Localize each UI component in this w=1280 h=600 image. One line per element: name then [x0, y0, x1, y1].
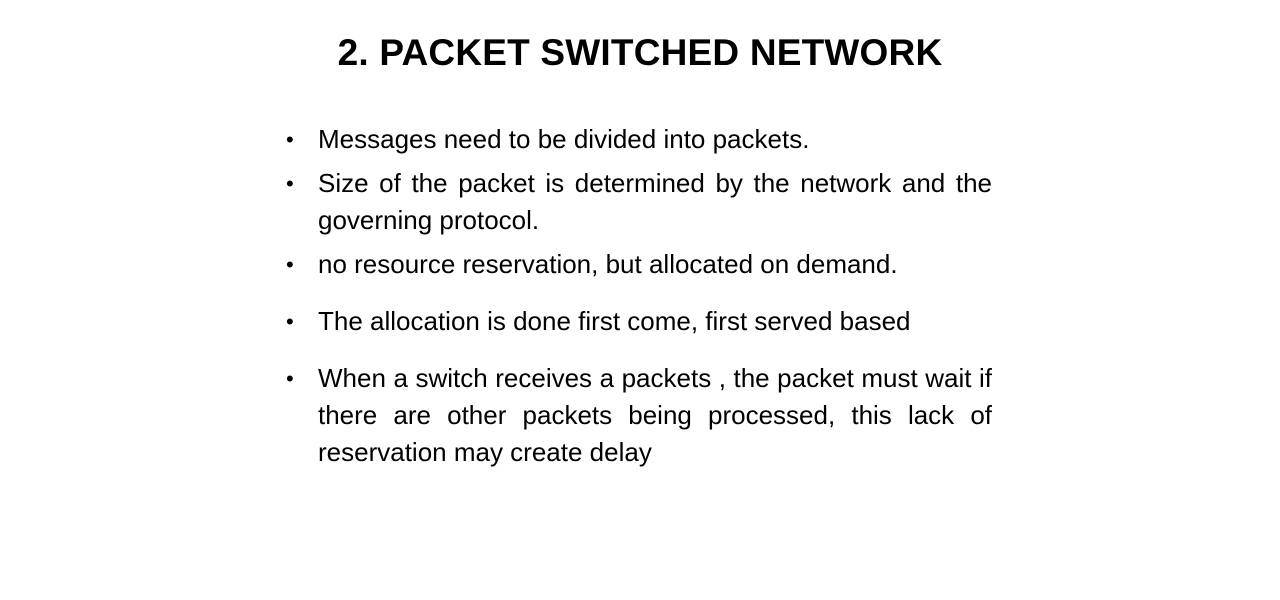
slide-title: 2. PACKET SWITCHED NETWORK — [337, 32, 943, 73]
bullet-text: When a switch receives a packets , the p… — [318, 363, 992, 467]
bullet-dot-icon: • — [286, 171, 294, 196]
bullet-item: • Messages need to be divided into packe… — [286, 121, 992, 158]
bullet-text: Messages need to be divided into packets… — [318, 124, 810, 154]
bullet-text: Size of the packet is determined by the … — [318, 168, 992, 235]
bullet-item: • no resource reservation, but allocated… — [286, 246, 992, 283]
bullet-item: • When a switch receives a packets , the… — [286, 360, 992, 471]
bullet-dot-icon: • — [286, 309, 294, 334]
bullet-text: The allocation is done first come, first… — [318, 306, 911, 336]
bullet-list: • Messages need to be divided into packe… — [286, 120, 992, 471]
bullet-dot-icon: • — [286, 366, 294, 391]
bullet-item: • The allocation is done first come, fir… — [286, 303, 992, 340]
bullet-dot-icon: • — [286, 252, 294, 277]
bullet-text: no resource reservation, but allocated o… — [318, 249, 898, 279]
bullet-dot-icon: • — [286, 127, 294, 152]
bullet-item: • Size of the packet is determined by th… — [286, 165, 992, 239]
